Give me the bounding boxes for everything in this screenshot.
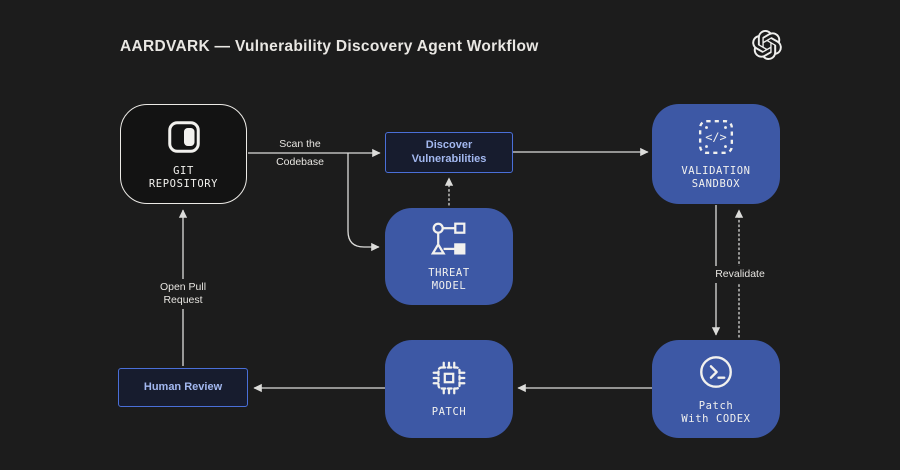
node-label-line: VALIDATION	[681, 164, 751, 177]
node-validation-sandbox: </> VALIDATION SANDBOX	[652, 104, 780, 204]
edge-label-scan-codebase: Scan the Codebase	[262, 138, 338, 169]
terminal-prompt-icon	[697, 353, 735, 391]
node-label-line: Patch	[698, 399, 734, 412]
flowchart-shapes-icon	[430, 220, 468, 258]
node-label-line: GIT	[173, 164, 194, 177]
node-label: GIT REPOSITORY	[149, 165, 218, 191]
node-label-line: MODEL	[431, 280, 467, 292]
svg-text:</>: </>	[705, 130, 726, 144]
box-label: Human Review	[144, 381, 222, 395]
node-label: Patch With CODEX	[681, 400, 750, 426]
node-label: PATCH	[432, 406, 467, 419]
node-label-line: SANDBOX	[691, 177, 741, 190]
chip-icon	[430, 359, 468, 397]
node-label-line: THREAT	[428, 267, 470, 279]
node-patch: PATCH	[385, 340, 513, 438]
edge-label-line: Open Pull	[159, 281, 207, 293]
node-label: VALIDATION SANDBOX	[681, 165, 750, 191]
node-label: THREAT MODEL	[428, 267, 470, 293]
repository-icon	[165, 118, 203, 156]
dashed-sandbox-code-icon: </>	[697, 118, 735, 156]
edge-label-revalidate: Revalidate	[703, 266, 777, 283]
edge-split-to-threat	[347, 153, 380, 252]
page-title: AARDVARK — Vulnerability Discovery Agent…	[120, 38, 539, 55]
openai-logo-icon	[752, 30, 782, 61]
box-label-line: Vulnerabilities	[411, 152, 487, 165]
node-discover-vulnerabilities: Discover Vulnerabilities	[385, 132, 513, 173]
node-label-line: REPOSITORY	[148, 177, 219, 190]
openai-logo-icon	[752, 30, 782, 61]
node-label-line: PATCH	[431, 406, 467, 418]
box-label-line: Discover	[425, 139, 473, 151]
box-label: Discover Vulnerabilities	[412, 139, 487, 166]
edge-label-line: Scan the	[279, 138, 321, 150]
edge-label-line: Revalidate	[715, 268, 765, 280]
node-human-review: Human Review	[118, 368, 248, 407]
box-label-line: Human Review	[143, 380, 223, 393]
edge-label-line: Codebase	[276, 156, 324, 168]
edge-label-open-pull-request: Open Pull Request	[146, 279, 220, 309]
node-threat-model: THREAT MODEL	[385, 208, 513, 305]
node-label-line: With CODEX	[681, 412, 751, 425]
node-patch-with-codex: Patch With CODEX	[652, 340, 780, 438]
edge-label-line: Request	[163, 294, 203, 306]
node-git-repository: GIT REPOSITORY	[120, 104, 247, 204]
